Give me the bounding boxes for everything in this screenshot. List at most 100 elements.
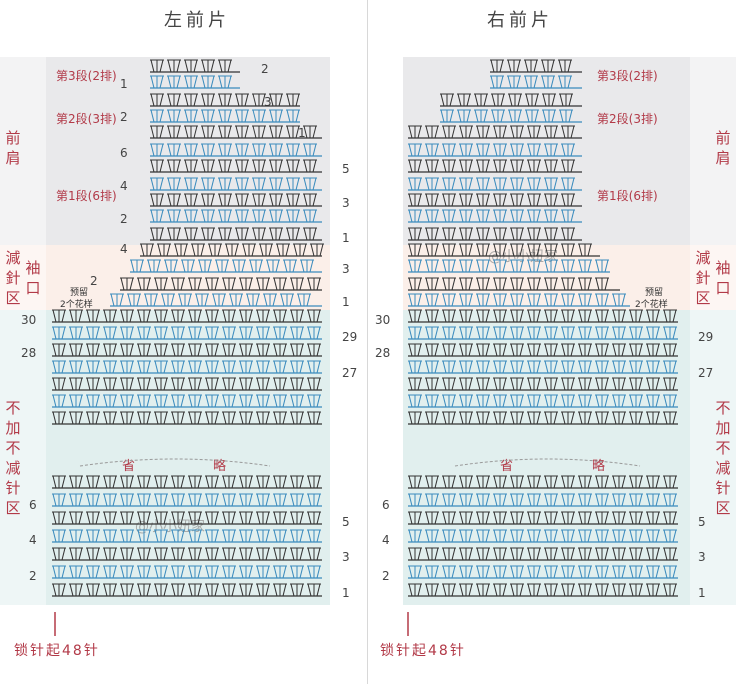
left-shoulder-row-stitch [227, 125, 232, 139]
right-shoulder-row-stitch [449, 109, 454, 123]
right-bottom-row-stitch [621, 529, 626, 543]
left-shoulder-row-stitch [150, 109, 155, 123]
left-num-top-right-1: 3 [264, 95, 272, 109]
right-armhole-row-stitch [544, 277, 549, 291]
right-shoulder-row-stitch [468, 193, 473, 207]
right-shoulder-row-stitch [485, 193, 490, 207]
right-body-row-stitch [553, 309, 558, 323]
right-shoulder-row-stitch [417, 143, 422, 157]
right-body-row-stitch [434, 411, 439, 425]
right-shoulder-row-stitch [553, 159, 558, 173]
left-shoulder-row-stitch [167, 143, 172, 157]
right-shoulder-row-stitch [510, 143, 515, 157]
left-bottom-row-stitch [265, 493, 270, 507]
right-num-body-left-0: 30 [375, 313, 391, 327]
right-bottom-row-stitch [536, 583, 541, 597]
right-bottom-row-stitch [459, 583, 464, 597]
left-body-row-stitch [197, 360, 202, 374]
left-bottom-row-stitch [112, 511, 117, 525]
left-armhole-row-stitch [238, 293, 243, 307]
left-bottom-row-stitch [163, 583, 168, 597]
left-shoulder-row-stitch [269, 125, 274, 139]
right-armhole-row-stitch [553, 259, 558, 273]
left-body-row-stitch [103, 309, 108, 323]
left-armhole-row-stitch [307, 277, 312, 291]
left-body-row-stitch [214, 309, 219, 323]
right-shoulder-row-stitch [536, 143, 541, 157]
right-shoulder-row-stitch [451, 193, 456, 207]
right-bottom-row-stitch [672, 565, 677, 579]
left-shoulder-row-stitch [252, 143, 257, 157]
right-bottom-row-stitch [604, 511, 609, 525]
left-armhole-row-stitch [191, 243, 196, 257]
right-bottom-row-stitch [425, 547, 430, 561]
right-bottom-row-stitch [527, 493, 532, 507]
left-bottom-row-stitch [61, 583, 66, 597]
right-bottom-row-stitch [510, 493, 515, 507]
left-armhole-row-stitch [200, 243, 205, 257]
left-shoulder-row-stitch [184, 125, 189, 139]
left-body-row-stitch [112, 377, 117, 391]
left-body-row-stitch [197, 309, 202, 323]
right-body-row-stitch [655, 394, 660, 408]
right-label-strip [690, 57, 736, 605]
right-shoulder-row-stitch [485, 143, 490, 157]
right-body-row-stitch [544, 343, 549, 357]
left-bottom-row-stitch [52, 583, 57, 597]
left-shoulder-row-stitch [312, 177, 317, 191]
right-bottom-row-stitch [646, 493, 651, 507]
left-num-body-right-1: 27 [342, 366, 358, 380]
right-bottom-row-stitch [612, 475, 617, 489]
right-body-row-stitch [408, 309, 413, 323]
right-shoulder-row-stitch [536, 209, 541, 223]
left-body-row-stitch [197, 326, 202, 340]
right-bottom-row-stitch [493, 547, 498, 561]
right-shoulder-row-stitch [459, 209, 464, 223]
left-shoulder-row-stitch [193, 227, 198, 241]
right-shoulder-row-stitch [553, 177, 558, 191]
left-bottom-row-stitch [188, 511, 193, 525]
right-num-bottom-right-2: 1 [698, 586, 706, 600]
left-bottom-row-stitch [265, 565, 270, 579]
right-bottom-row-stitch [570, 565, 575, 579]
right-bottom-row-stitch [553, 475, 558, 489]
right-body-row-stitch [578, 411, 583, 425]
left-bottom-row-stitch [316, 547, 321, 561]
right-armhole-row-stitch [451, 259, 456, 273]
left-body-row-stitch [282, 377, 287, 391]
left-bottom-row-stitch [248, 475, 253, 489]
right-body-row-stitch [655, 343, 660, 357]
left-bottom-row-stitch [188, 529, 193, 543]
right-shoulder-row-stitch [570, 177, 575, 191]
left-armhole-row-stitch [147, 259, 152, 273]
right-shoulder-row-stitch [476, 177, 481, 191]
right-armhole-row-stitch [536, 277, 541, 291]
right-body-row-stitch [663, 377, 668, 391]
left-armhole-row-stitch [139, 259, 144, 273]
left-shoulder-row-stitch [210, 59, 215, 73]
right-armhole-row-stitch [485, 293, 490, 307]
right-armhole-row-stitch [553, 277, 558, 291]
left-bottom-row-stitch [273, 475, 278, 489]
left-shoulder-row-stitch [227, 159, 232, 173]
left-body-row-stitch [299, 309, 304, 323]
right-shoulder-row-stitch [561, 143, 566, 157]
left-body-row-stitch [188, 377, 193, 391]
right-bottom-row-stitch [638, 565, 643, 579]
left-shoulder-row-stitch [286, 193, 291, 207]
left-num-bottom-right-1: 3 [342, 550, 350, 564]
left-shoulder-row-stitch [261, 227, 266, 241]
left-body-row-stitch [316, 326, 321, 340]
right-body-row-stitch [638, 360, 643, 374]
right-bottom-row-stitch [493, 565, 498, 579]
left-body-row-stitch [180, 394, 185, 408]
right-bottom-row-stitch [468, 529, 473, 543]
left-num-top-right-2: 1 [298, 126, 306, 140]
left-bottom-row-stitch [86, 529, 91, 543]
left-body-row-stitch [248, 326, 253, 340]
right-body-row-stitch [434, 326, 439, 340]
right-body-row-stitch [519, 377, 524, 391]
left-shoulder-row-stitch [167, 109, 172, 123]
left-shoulder-row-stitch [227, 227, 232, 241]
left-shoulder-row-stitch [244, 209, 249, 223]
